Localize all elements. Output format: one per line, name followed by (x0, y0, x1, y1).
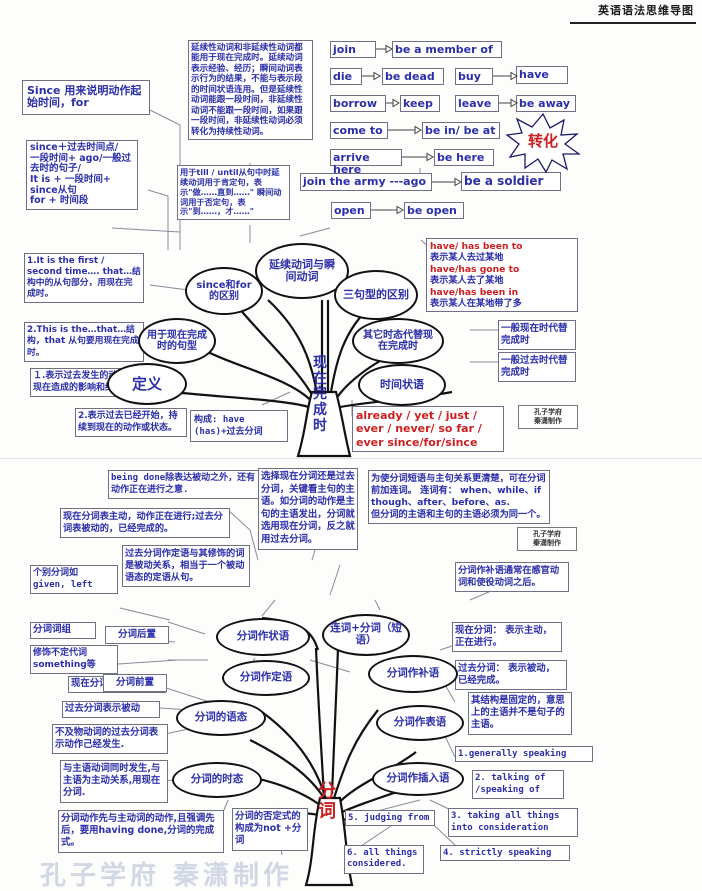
box-till: 用于till / until从句中时延续动词用于肯定句，表示"做……直到……" … (177, 165, 290, 221)
watermark-2: 孔子学府 秦潇制作 (517, 527, 577, 551)
vp-die-left: die (330, 68, 362, 85)
node-other-tenses[interactable]: 其它时态代替现在完成时 (352, 318, 444, 364)
box-intransitive: 不及物动词的过去分词表示动作己经发生. (52, 724, 168, 755)
insert-phrase-6: 6. all things considered. (344, 845, 424, 874)
box-past-participle-attrib: 过去分词作定语与其修饰的词是被动关系，相当于一个被动语态的定语从句。 (122, 545, 250, 587)
watermark-line: 孔子学府 (534, 408, 562, 416)
box-general-past: 一般过去时代替完成时 (498, 352, 576, 382)
ghost-watermark: 孔子学府 秦潇制作 (40, 861, 294, 891)
vp-die-right: be dead (382, 68, 444, 85)
box-conjunction-participle: 为使分词短语与主句关系更清楚，可在分词前加连词。 连词有： when、while… (368, 470, 550, 524)
vp-army-left: join the army ---ago (300, 173, 432, 191)
been-line: have/has gone to (430, 263, 520, 275)
node-participle-prepositive: 分词前置 (103, 674, 167, 692)
node-participle-complement[interactable]: 分词作补语 (368, 655, 458, 693)
node-participle-attributive[interactable]: 分词作定语 (222, 660, 310, 696)
box-this-is: 2.This is the…that…结构，that 从句要用现在完成时。 (24, 322, 144, 363)
box-structure: 构成: have (has)+过去分词 (190, 410, 288, 443)
box-fixed-structure: 其结构是固定的，意思上的主语并不是句子的主语。 (468, 692, 572, 735)
node-conjunction-participle[interactable]: 连词+分词（短语） (322, 614, 410, 656)
box-first-time: 1.It is the first / second time…. that…结… (24, 253, 144, 303)
node-participle-adverbial[interactable]: 分词作状语 (216, 618, 310, 656)
node-three-sentence[interactable]: 三句型的区别 (334, 270, 418, 320)
box-choose-participle: 选择现在分词还是过去分词，关键看主句的主语。如分词的动作是主句的主语发出，分词就… (258, 468, 358, 550)
title-underline (570, 22, 696, 24)
box-being-done: being done除表达被动之外，还有动作正在进行之意. (108, 470, 260, 500)
vp-join-left: join (330, 41, 376, 58)
been-line: have/ has been to (430, 241, 523, 252)
insert-phrase-4: 4. strictly speaking (440, 845, 570, 862)
node-participle-postpositive: 分词后置 (105, 626, 169, 644)
been-line: 表示某人去了某地 (430, 275, 504, 287)
vp-buy-right: have (516, 66, 568, 84)
vp-join-right: be a member of (392, 41, 502, 58)
vp-borrow-right: keep (400, 95, 440, 112)
center-present-perfect: 现在完成时 (313, 355, 327, 434)
box-active-passive: 现在分词表主动，动作正在进行;过去分词表被动的，已经完成的。 (60, 508, 230, 538)
box-past-complement: 过去分词： 表示被动，已经完成。 (455, 660, 567, 691)
been-line: have/has been in (430, 286, 519, 298)
insert-phrase-3: 3. taking all things into consideration (448, 808, 578, 838)
vp-army-right: be a soldier (461, 172, 561, 191)
box-complement-note: 分词作补语通常在感官动词和使役动词之后。 (455, 562, 569, 592)
node-since-for[interactable]: since和for的区别 (185, 267, 263, 315)
been-line: 表示某人去过某地 (430, 252, 504, 264)
node-time-adverbial[interactable]: 时间状语 (358, 364, 446, 406)
burst-label: 转化 (527, 132, 558, 150)
been-line: 表示某人在某地带了多 (430, 298, 522, 310)
box-negative-form: 分词的否定式的构成为not +分词 (232, 808, 308, 851)
vp-buy-left: buy (455, 68, 493, 85)
node-participle-parenthesis[interactable]: 分词作插入语 (372, 762, 464, 796)
node-participle-tense[interactable]: 分词的时态 (172, 762, 262, 798)
vp-cometo-left: come to (330, 122, 388, 139)
box-since-detail: since＋过去时间点/ 一段时间+ ago/一般过去时的句子/ It is +… (26, 140, 138, 210)
box-past-passive: 过去分词表示被动 (62, 701, 160, 718)
vp-arrive-right: be here (434, 149, 494, 166)
node-definition[interactable]: 定义 (107, 363, 187, 405)
watermark-1: 孔子学府 秦潇制作 (518, 405, 578, 429)
node-participle-voice[interactable]: 分词的语态 (176, 700, 266, 736)
burst-shape: 转化 (505, 112, 582, 174)
page-title: 英语语法思维导图 (598, 4, 694, 17)
box-simultaneous: 与主语动词同时发生,与主语为主动关系,用现在分词. (60, 760, 168, 803)
vp-arrive-left: arrive here (330, 149, 402, 176)
vp-leave-left: leave (455, 95, 499, 112)
box-modify-indefinite: 修饰不定代词 something等 (30, 645, 118, 675)
section-divider (0, 458, 702, 459)
center-participle: 分词 (318, 781, 336, 822)
box-since-main: Since 用来说明动作起始时间，for (22, 80, 150, 115)
watermark-line: 秦潇制作 (534, 416, 562, 425)
watermark-line: 秦潇制作 (533, 538, 561, 547)
insert-phrase-1: 1.generally speaking (455, 746, 593, 763)
vp-borrow-left: borrow (330, 95, 386, 112)
box-been-usage: have/ has been to 表示某人去过某地 have/has gone… (426, 238, 578, 313)
box-perfect-participle: 分词动作先与主动词的动作,且强调先后，要用having done,分词的完成式。 (58, 810, 224, 853)
box-def-2: 2.表示过去已经开始，持续到现在的动作或状态。 (75, 408, 187, 438)
node-sentence-patterns[interactable]: 用于现在完成时的句型 (138, 318, 216, 364)
box-general-present: 一般现在时代替完成时 (498, 320, 576, 350)
watermark-line: 孔子学府 (533, 530, 561, 538)
vp-cometo-right: be in/ be at (422, 122, 500, 139)
node-participle-predicative[interactable]: 分词作表语 (376, 705, 464, 741)
box-adverbs: already / yet / just / ever / never/ so … (352, 406, 504, 453)
box-yanxu-long: 延续性动词和非延续性动词都能用于现在完成时。延续动词表示经验、经历；瞬间动词表示… (188, 40, 313, 141)
vp-open-left: open (331, 202, 371, 219)
box-present-complement: 现在分词： 表示主动，正在进行。 (452, 622, 562, 653)
box-participle-phrase: 分词词组 (30, 622, 96, 639)
insert-phrase-5: 5. judging from (345, 810, 435, 827)
box-individual-participle: 个别分词如 given, left (30, 565, 118, 595)
insert-phrase-2: 2. talking of /speaking of (472, 770, 564, 800)
node-yanxu-shunjian[interactable]: 延续动词与瞬间动词 (255, 243, 349, 299)
vp-open-right: be open (404, 202, 464, 219)
